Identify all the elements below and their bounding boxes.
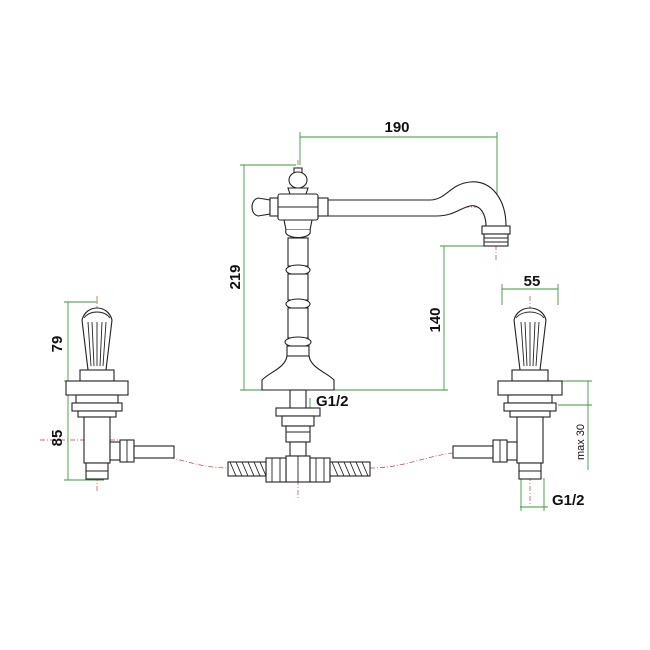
dim-handle-height: 79 — [49, 336, 66, 353]
faucet-body — [227, 167, 511, 483]
dim-spout-clearance: 140 — [427, 307, 444, 332]
dim-handle-diameter: 55 — [524, 273, 541, 290]
right-handle-valve — [452, 307, 563, 480]
dim-center-connection: G1/2 — [316, 393, 349, 410]
dim-valve-height: 85 — [49, 430, 66, 447]
dim-side-connection: G1/2 — [552, 492, 585, 509]
dimension-labels: 190 219 140 55 79 85 max 30 G1/2 G1/2 — [49, 119, 587, 509]
dim-body-height: 219 — [227, 264, 244, 289]
dimension-lines — [64, 132, 592, 511]
dim-spout-reach: 190 — [384, 119, 409, 136]
left-handle-valve — [65, 307, 175, 480]
dim-deck-thickness: max 30 — [575, 424, 587, 460]
